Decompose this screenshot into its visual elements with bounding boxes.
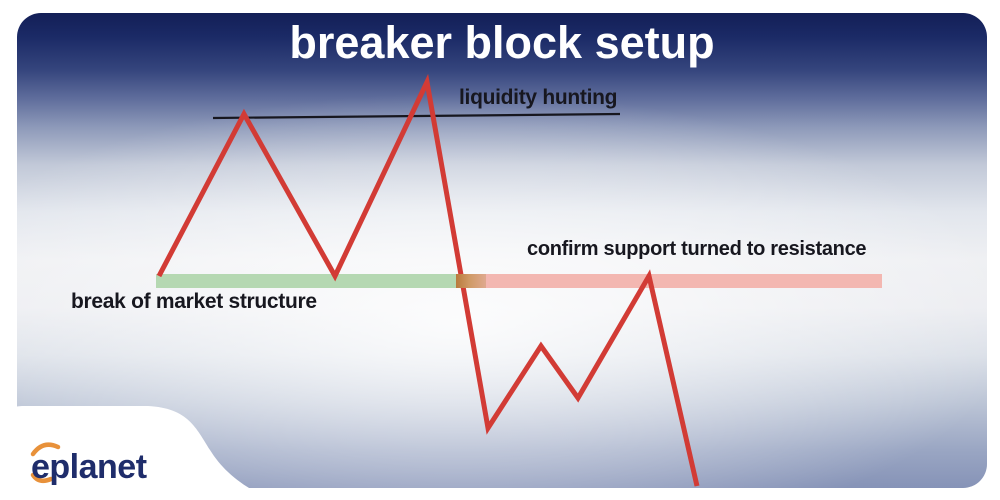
logo-notch: [0, 406, 261, 500]
price-line: [156, 73, 700, 487]
logo-orbit-top-arc: [30, 442, 61, 457]
support-band-green: [156, 274, 458, 288]
label-liquidity-hunting: liquidity hunting: [459, 86, 618, 109]
page-title: breaker block setup: [289, 17, 715, 68]
label-break-of-market-structure: break of market structure: [71, 290, 317, 313]
logo-orbit-bottom-arc: [30, 472, 54, 484]
resistance-band-pink: [486, 274, 882, 288]
eplanet-logo: eplanet: [30, 442, 147, 486]
notch-shape: [0, 406, 261, 500]
logo-text: eplanet: [31, 448, 147, 486]
label-confirm-support: confirm support turned to resistance: [527, 238, 867, 260]
liquidity-line: [212, 112, 621, 120]
band-transition-patch: [456, 274, 486, 288]
